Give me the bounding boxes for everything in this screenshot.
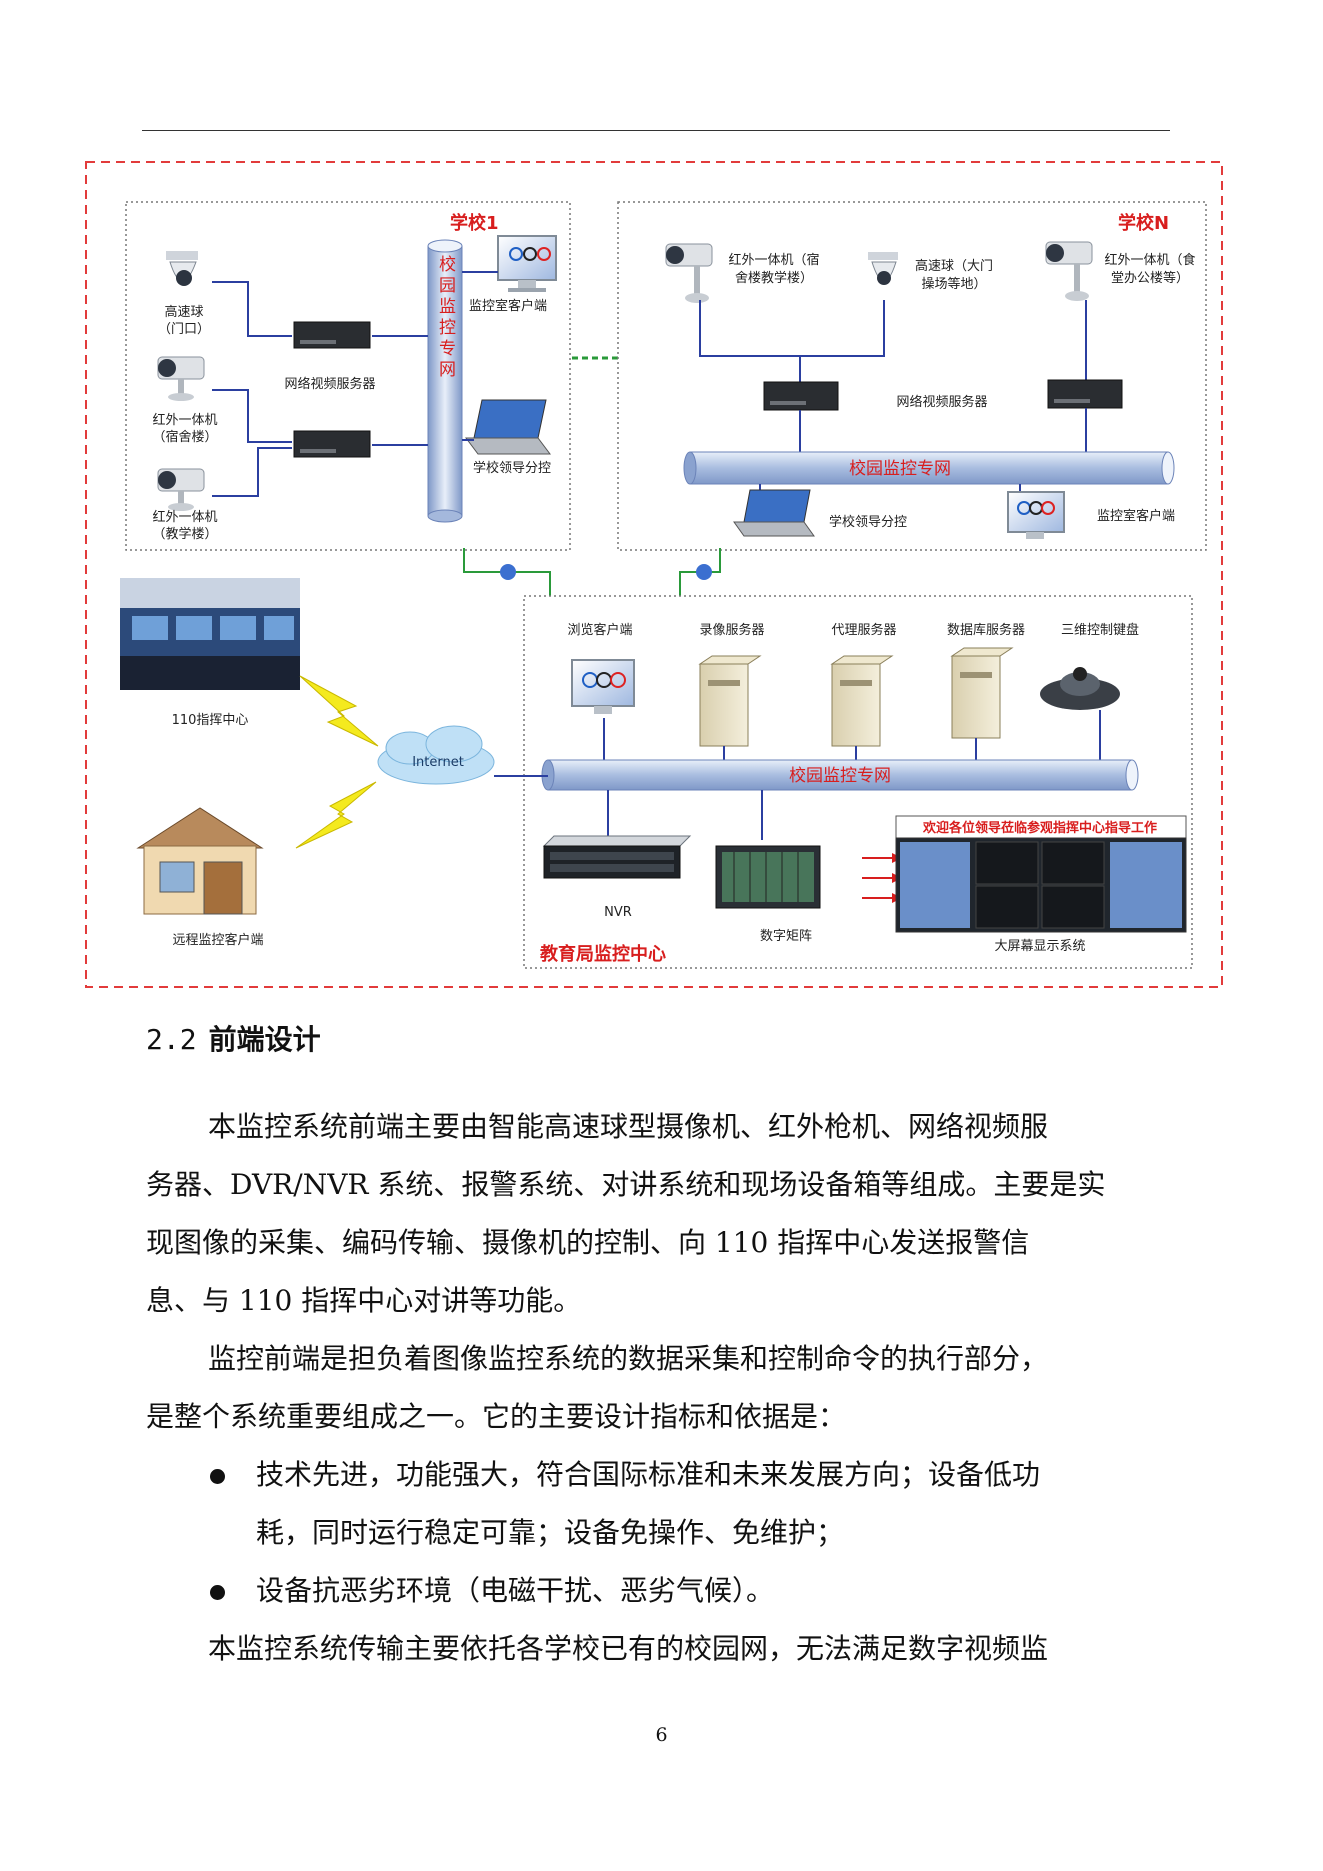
school1-title: 学校1	[450, 212, 499, 234]
uplink-schoolN	[679, 548, 721, 596]
svg-text:堂办公楼等）: 堂办公楼等）	[1111, 270, 1189, 286]
svg-text:（门口）: （门口）	[158, 322, 210, 337]
svg-text:欢迎各位领导莅临参观指挥中心指导工作: 欢迎各位领导莅临参观指挥中心指导工作	[922, 820, 1157, 836]
monitor-icon	[1007, 491, 1065, 539]
svg-text:网络视频服务器: 网络视频服务器	[896, 394, 987, 410]
ptz-keyboard-icon	[1040, 667, 1120, 710]
lightning-icon	[299, 675, 379, 747]
svg-text:数字矩阵: 数字矩阵	[760, 929, 812, 944]
svg-text:代理服务器: 代理服务器	[831, 622, 896, 638]
header-rule	[142, 130, 1170, 131]
bullet-item: 技术先进，功能强大，符合国际标准和未来发展方向；设备低功 耗，同时运行稳定可靠；…	[146, 1446, 1166, 1562]
section-heading: 2.2 前端设计	[146, 1018, 321, 1058]
bullet-dot-icon	[210, 1585, 225, 1600]
outer-frame	[85, 161, 1223, 988]
svg-text:网络视频服务器: 网络视频服务器	[284, 376, 375, 392]
center-title: 教育局监控中心	[540, 943, 666, 965]
svg-text:三维控制键盘: 三维控制键盘	[1061, 622, 1139, 638]
svg-text:（教学楼）: （教学楼）	[152, 526, 217, 542]
server-icon	[950, 647, 1014, 739]
svg-text:学校领导分控: 学校领导分控	[473, 460, 551, 476]
paragraph: 本监控系统前端主要由智能高速球型摄像机、红外枪机、网络视频服 务器、DVR/NV…	[146, 1110, 1106, 1317]
laptop-icon	[465, 399, 551, 455]
svg-text:110指挥中心: 110指挥中心	[172, 713, 249, 728]
house-icon	[136, 807, 264, 915]
svg-text:红外一体机（宿: 红外一体机（宿	[728, 252, 819, 268]
video-server-icon	[293, 430, 371, 458]
svg-text:Internet: Internet	[412, 755, 464, 770]
svg-text:浏览客户端: 浏览客户端	[567, 622, 632, 638]
schoolN-box	[617, 201, 1207, 551]
svg-text:（宿舍楼）: （宿舍楼）	[152, 429, 217, 445]
svg-text:数据库服务器: 数据库服务器	[947, 622, 1025, 638]
svg-text:红外一体机: 红外一体机	[152, 509, 217, 525]
section-number: 2.2	[146, 1023, 197, 1056]
page-number: 6	[655, 1724, 668, 1746]
svg-text:录像服务器: 录像服务器	[699, 622, 764, 638]
nvr-icon	[542, 835, 692, 879]
uplink-school1	[463, 548, 551, 596]
svg-text:舍楼教学楼）: 舍楼教学楼）	[735, 270, 813, 286]
school1-box	[125, 201, 571, 551]
bullet-item: 设备抗恶劣环境（电磁干扰、恶劣气候）。	[146, 1562, 1166, 1620]
section-title: 前端设计	[208, 1023, 321, 1056]
svg-text:监控室客户端: 监控室客户端	[469, 298, 547, 314]
svg-text:校园监控专网: 校园监控专网	[849, 459, 951, 479]
digital-matrix-icon	[715, 845, 821, 909]
svg-text:操场等地）: 操场等地）	[921, 276, 986, 292]
lightning-icon	[295, 781, 377, 849]
video-server-icon	[293, 321, 371, 349]
body-text: 本监控系统前端主要由智能高速球型摄像机、红外枪机、网络视频服 务器、DVR/NV…	[146, 1098, 1166, 1678]
command-center-photo	[120, 578, 300, 690]
speed-dome-icon	[166, 251, 198, 286]
bullet-dot-icon	[210, 1469, 225, 1484]
schoolN-title: 学校N	[1118, 212, 1169, 234]
svg-text:红外一体机: 红外一体机	[152, 412, 217, 428]
center-network-pipe	[547, 759, 1133, 791]
svg-text:红外一体机（食: 红外一体机（食	[1104, 252, 1195, 268]
speed-dome-icon	[868, 252, 898, 285]
ir-camera-icon	[665, 243, 713, 303]
svg-text:高速球（大门: 高速球（大门	[915, 258, 993, 274]
ir-camera-icon	[1045, 241, 1093, 301]
video-wall	[895, 815, 1187, 933]
svg-text:监控室客户端: 监控室客户端	[1097, 508, 1175, 524]
paragraph: 监控前端是担负着图像监控系统的数据采集和控制命令的执行部分， 是整个系统重要组成…	[146, 1342, 1049, 1433]
monitor-icon	[571, 659, 635, 714]
laptop-icon	[733, 489, 815, 537]
network-topology-diagram: 学校1 校园监控专网 高速球 （门口） 红外一体机 （宿舍楼） 红外一体机 （教…	[85, 161, 1223, 988]
paragraph: 本监控系统传输主要依托各学校已有的校园网，无法满足数字视频监	[208, 1632, 1049, 1665]
server-icon	[830, 655, 894, 747]
internet-cloud-icon	[377, 725, 495, 785]
monitor-icon	[497, 235, 557, 292]
school1-network-pipe	[427, 245, 463, 517]
svg-text:校园监控专网: 校园监控专网	[789, 766, 891, 786]
server-icon	[698, 655, 762, 747]
svg-text:大屏幕显示系统: 大屏幕显示系统	[994, 939, 1085, 954]
video-server-icon	[1047, 379, 1123, 409]
svg-text:高速球: 高速球	[164, 304, 203, 320]
ir-camera-icon	[157, 356, 205, 401]
svg-text:NVR: NVR	[604, 905, 632, 920]
video-server-icon	[763, 381, 839, 411]
school1-network-label: 校园监控专网	[435, 255, 456, 381]
ir-camera-icon	[157, 468, 205, 511]
svg-text:远程监控客户端: 远程监控客户端	[172, 932, 263, 948]
svg-text:学校领导分控: 学校领导分控	[829, 514, 907, 530]
